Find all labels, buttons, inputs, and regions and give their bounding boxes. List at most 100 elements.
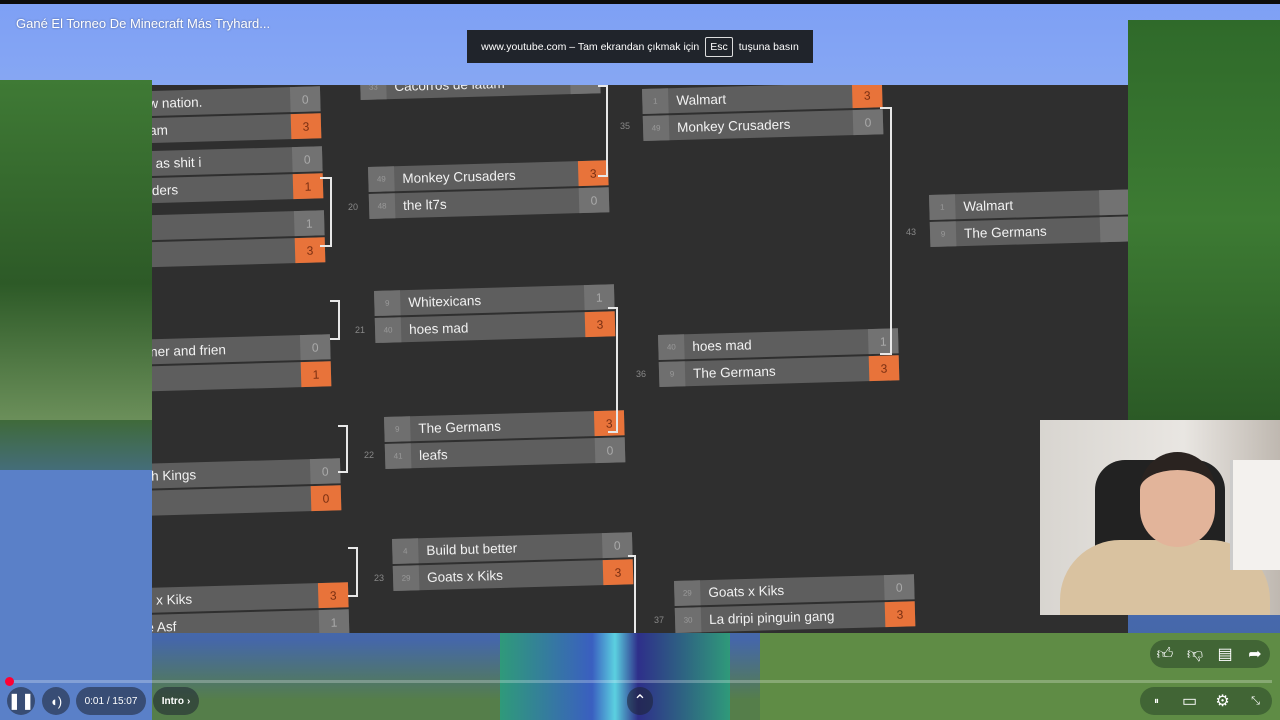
team-seed: 9 [929, 221, 957, 247]
team-name: hoes mad [692, 337, 752, 355]
team-name: Monkey Crusaders [402, 167, 516, 187]
match-number: 43 [906, 227, 917, 237]
bracket-connector [880, 107, 892, 355]
team-name: The Germans [418, 418, 502, 437]
share-icon[interactable]: ➦ [1248, 646, 1262, 663]
team-score: 1 [300, 361, 332, 388]
team-row: 33 Cacorros de latam [360, 85, 601, 100]
notice-suffix: tuşuna basın [738, 40, 799, 53]
team-name: Walmart [963, 197, 1014, 215]
team-seed: 33 [360, 85, 387, 100]
team-name: t7s [152, 243, 295, 264]
actions-bar: 👍︎ 👎︎ ▤ ➦ [1150, 640, 1270, 668]
autoplay-toggle-icon[interactable]: ⏸ [1154, 695, 1159, 707]
team-name: Walmart [676, 91, 727, 109]
pause-icon: ❚❚ [7, 693, 35, 710]
team-seed: 29 [674, 580, 701, 606]
bracket-connector [608, 307, 618, 433]
dislike-icon[interactable]: 👎︎ [1186, 645, 1204, 663]
match-number: 21 [355, 325, 366, 335]
team-seed: 30 [674, 607, 702, 633]
exit-fullscreen-icon[interactable]: ⤡ [1251, 694, 1260, 707]
team-score: 0 [289, 86, 321, 113]
team-score: 0 [291, 146, 323, 173]
team-score: 0 [883, 574, 915, 601]
team-seed: 40 [658, 334, 685, 360]
bracket-match[interactable]: 33 Cacorros de latam [360, 85, 601, 102]
bracket-match[interactable]: wk Tuah Kings0afs0 [152, 458, 342, 519]
team-seed: 48 [368, 193, 396, 219]
team-row: t7s3 [152, 237, 326, 269]
team-name: La dripi pinguin gang [708, 608, 835, 628]
team-name: leafs [418, 447, 448, 464]
team-score: 0 [299, 334, 331, 361]
settings-icon[interactable]: ⚙ [1215, 693, 1230, 710]
team-score: 3 [317, 582, 349, 609]
bracket-match[interactable]: ns1t7s3 [152, 210, 326, 271]
team-name: wk Tuah Kings [152, 467, 197, 485]
team-name: umble Asf [152, 619, 177, 633]
comment-icon[interactable]: ▤ [1217, 646, 1233, 663]
like-icon[interactable]: 👍︎ [1156, 645, 1174, 663]
subtitles-icon[interactable]: ▭ [1181, 693, 1198, 710]
team-name: afs [152, 491, 311, 512]
team-name: Goats x Kiks [152, 591, 193, 609]
team-score: 0 [578, 187, 610, 214]
chevron-right-icon: › [186, 695, 191, 707]
chapter-button[interactable]: Intro› [153, 687, 199, 715]
team-seed: 9 [374, 290, 401, 316]
team-seed: 1 [642, 88, 669, 114]
bracket-match[interactable]: Goats x Kiks 3 umble Asf 1 [152, 582, 350, 633]
team-seed: 29 [392, 565, 420, 591]
team-name: Cacorros de latam [394, 85, 505, 95]
bracket-connector [598, 85, 608, 177]
match-number: 23 [374, 573, 385, 583]
pause-button[interactable]: ❚❚ [7, 687, 35, 715]
scrubber-handle[interactable] [5, 677, 14, 686]
team-score: 0 [310, 485, 342, 512]
video-title: Gané El Torneo De Minecraft Más Tryhard.… [16, 16, 271, 31]
team-name: is boosted as shit i [152, 154, 202, 173]
team-score [1099, 216, 1128, 243]
fullscreen-notice: www.youtube.com – Tam ekrandan çıkmak iç… [467, 30, 813, 63]
team-score [569, 85, 601, 95]
team-score: 1 [318, 609, 350, 633]
expand-button[interactable]: ⌃ [627, 687, 653, 715]
match-number: 20 [348, 202, 359, 212]
team-name: ers mcgraw nation. [152, 94, 203, 113]
tournament-bracket: ers mcgraw nation.0rros de latam3is boos… [152, 85, 1128, 633]
tree-right [1128, 20, 1280, 420]
bracket-connector [320, 177, 332, 247]
progress-bar[interactable] [5, 677, 1272, 686]
team-name: rros de latam [152, 122, 169, 140]
team-name: es mad [152, 367, 301, 388]
team-seed: 49 [368, 166, 395, 192]
team-seed: 9 [658, 361, 686, 387]
volume-button[interactable]: ◖) [42, 687, 70, 715]
team-seed: 4 [392, 538, 419, 564]
team-name: ns [152, 216, 294, 237]
team-row: umble Asf 1 [152, 609, 350, 633]
